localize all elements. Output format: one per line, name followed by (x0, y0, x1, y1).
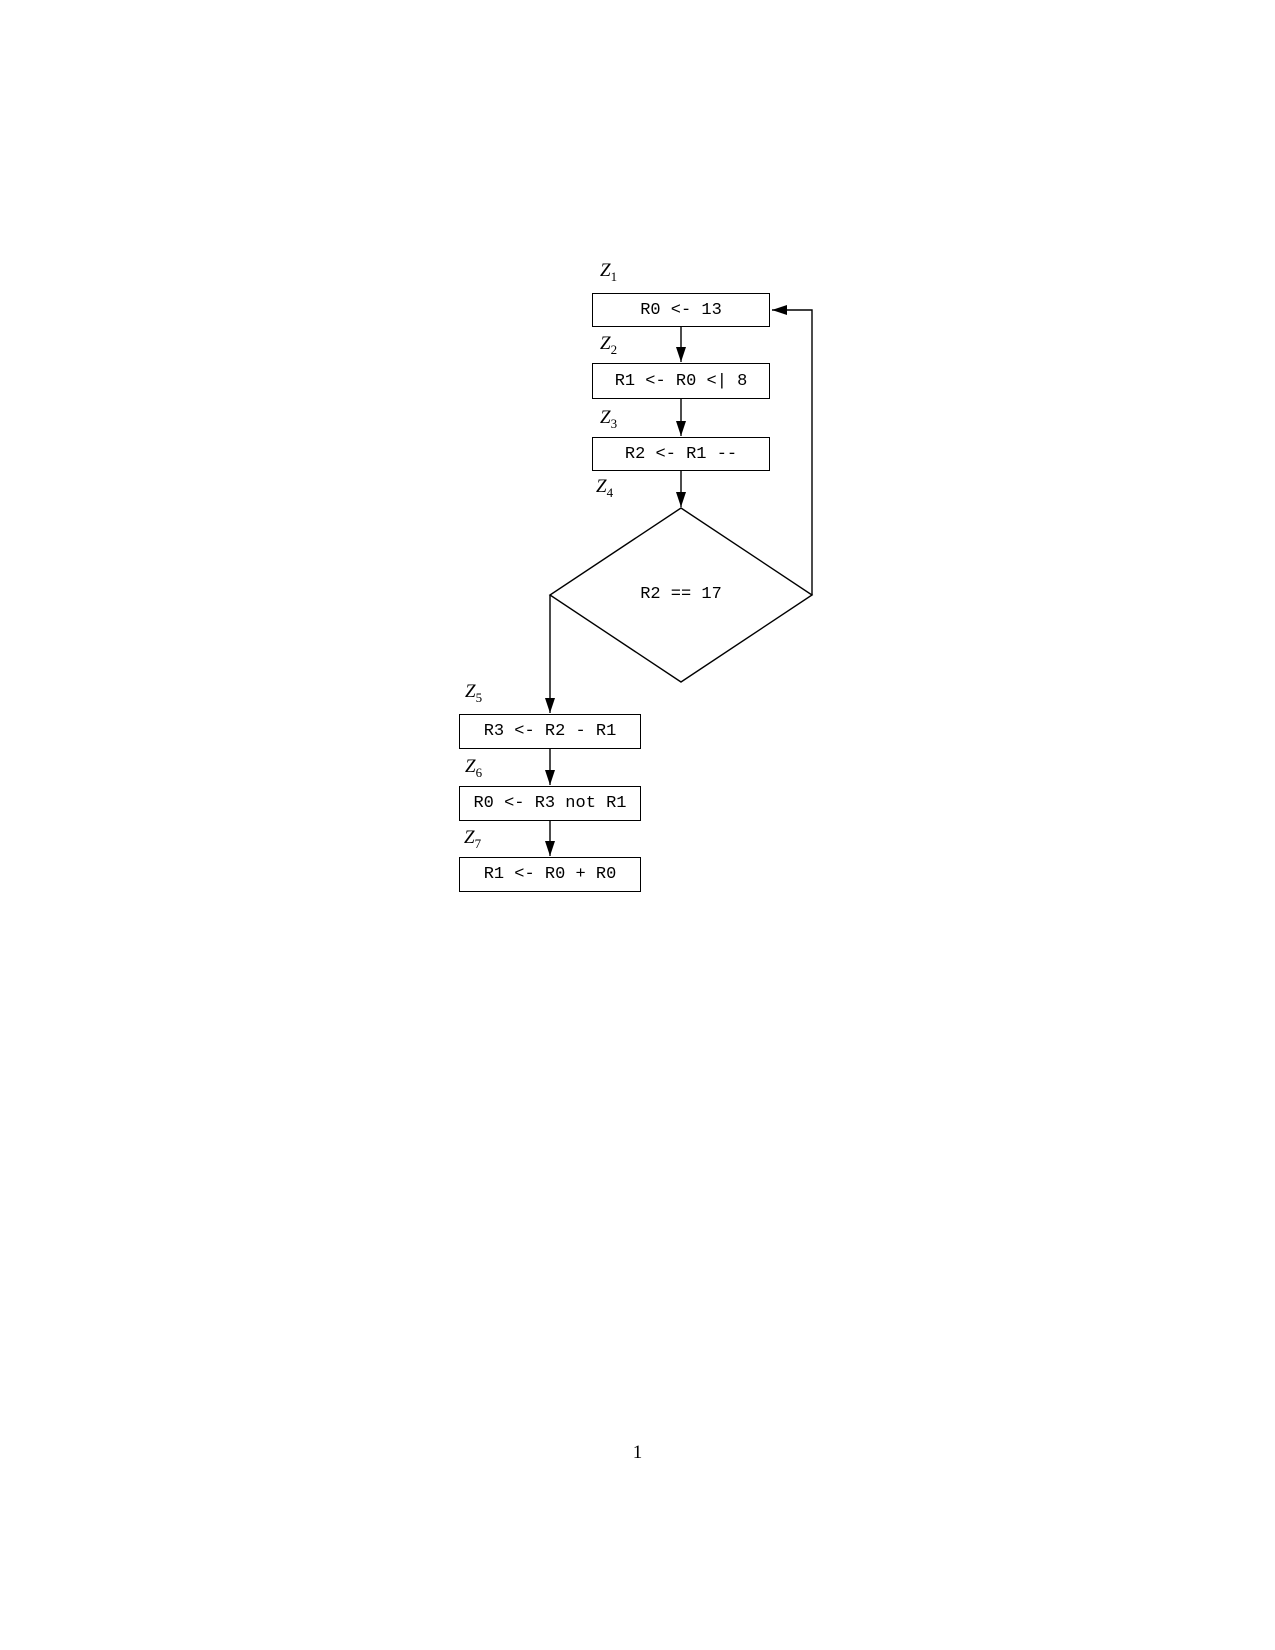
edge-z4-z1-loop (772, 305, 813, 595)
node-z7-label-sub: 7 (474, 835, 482, 851)
node-z2-box: R1 <- R0 <| 8 (592, 363, 770, 399)
node-z6-label: Z6 (465, 756, 483, 780)
node-z4-label-base: Z (596, 476, 607, 497)
node-z2-label-base: Z (600, 333, 611, 354)
node-z6-box: R0 <- R3 not R1 (459, 786, 641, 821)
node-z2-label-sub: 2 (610, 341, 618, 357)
node-z5-text: R3 <- R2 - R1 (483, 722, 617, 741)
node-z2-label: Z2 (600, 333, 618, 357)
node-z7-label: Z7 (464, 827, 482, 851)
page-number: 1 (632, 1442, 643, 1463)
node-z6-label-sub: 6 (475, 764, 483, 780)
node-z1-text: R0 <- 13 (640, 300, 722, 320)
node-z1-label-sub: 1 (610, 268, 618, 284)
node-z3-box: R2 <- R1 -- (592, 437, 770, 471)
node-z3-label-sub: 3 (610, 415, 618, 431)
node-z4-label: Z4 (596, 476, 614, 500)
node-z7-label-base: Z (464, 827, 475, 848)
node-z1-box: R0 <- 13 (592, 293, 770, 327)
node-z6-label-base: Z (465, 756, 476, 777)
node-z2-text: R1 <- R0 <| 8 (614, 371, 748, 391)
decision-diamond-shape (548, 507, 814, 683)
node-z5-label-base: Z (465, 681, 476, 702)
node-z1-label: Z1 (600, 260, 618, 284)
node-z1-label-base: Z (600, 260, 611, 281)
node-z4-label-sub: 4 (606, 484, 614, 500)
node-z5-box: R3 <- R2 - R1 (459, 714, 641, 749)
node-z7-text: R1 <- R0 + R0 (483, 865, 617, 884)
node-z4-text: R2 == 17 (640, 585, 722, 604)
node-z5-label: Z5 (465, 681, 483, 705)
node-z7-box: R1 <- R0 + R0 (459, 857, 641, 892)
node-z3-label: Z3 (600, 407, 618, 431)
node-z5-label-sub: 5 (475, 689, 483, 705)
node-z6-text: R0 <- R3 not R1 (473, 794, 627, 813)
node-z3-text: R2 <- R1 -- (624, 444, 738, 464)
node-z3-label-base: Z (600, 407, 611, 428)
